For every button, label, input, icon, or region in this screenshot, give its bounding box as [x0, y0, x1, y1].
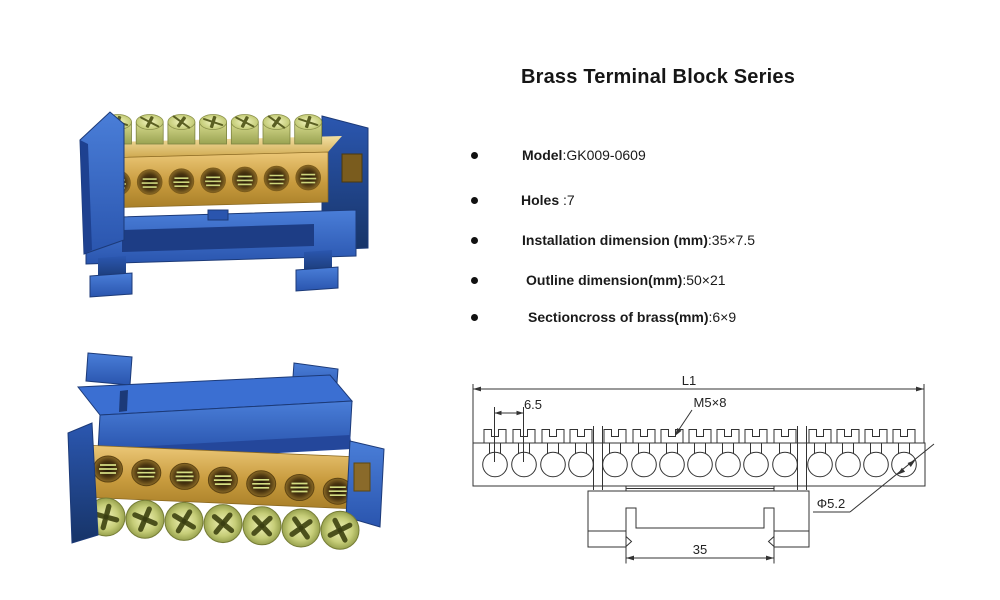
- brass-end-plate: [341, 153, 363, 183]
- terminal-hole-row: [93, 455, 353, 505]
- bullet-icon: [471, 237, 478, 244]
- spec-row-model: Model:GK009-0609: [0, 147, 1000, 167]
- spec-row-outline: Outline dimension(mm):50×21: [0, 272, 1000, 292]
- right-foot: [295, 266, 339, 292]
- dimension-labels: L1 6.5 M5×8 Φ5.2 35: [524, 373, 845, 557]
- blue-left-wall: [67, 422, 99, 544]
- dim-hole-diameter: Φ5.2: [817, 496, 845, 511]
- spec-label: Holes: [521, 192, 560, 208]
- left-wall-shade: [80, 140, 92, 254]
- spec-value: :35×7.5: [707, 232, 756, 248]
- hidden-edge: [625, 486, 775, 491]
- support-edges: [593, 426, 807, 490]
- spec-label: Model: [522, 147, 563, 163]
- bullet-icon: [471, 197, 478, 204]
- spec-value: :6×9: [708, 309, 737, 325]
- bullet-icon: [471, 314, 478, 321]
- spec-label: Sectioncross of brass(mm): [528, 309, 709, 325]
- spec-row-holes: Holes :7: [0, 192, 1000, 212]
- dim-pitch: 6.5: [524, 397, 542, 412]
- rail-notch: [119, 390, 128, 412]
- dim-rail-width: 35: [693, 542, 707, 557]
- clip-detents: [625, 536, 775, 547]
- blue-left-wall: [79, 111, 125, 255]
- spec-label: Outline dimension(mm): [526, 272, 683, 288]
- left-foot: [89, 272, 133, 298]
- dim-overall-length: L1: [682, 373, 696, 388]
- spec-value: :GK009-0609: [562, 147, 646, 163]
- base-recess: [122, 224, 314, 252]
- page-title: Brass Terminal Block Series: [520, 66, 796, 88]
- dimension-lines: [472, 384, 935, 564]
- spec-row-section: Sectioncross of brass(mm):6×9: [0, 309, 1000, 329]
- spec-value: :7: [559, 192, 575, 208]
- screw-symbols: [482, 429, 917, 478]
- product-photo-top: [79, 111, 369, 298]
- din-clip-outline: [587, 490, 810, 548]
- brass-end-plate: [353, 462, 371, 492]
- base-tab: [207, 209, 229, 221]
- product-photo-bottom: [67, 352, 385, 550]
- spec-row-installation: Installation dimension (mm):35×7.5: [0, 232, 1000, 252]
- screw-head-row: [86, 497, 360, 550]
- bullet-icon: [471, 152, 478, 159]
- terminal-hole-row: [105, 164, 321, 196]
- spec-label: Installation dimension (mm): [522, 232, 708, 248]
- bullet-icon: [471, 277, 478, 284]
- dim-thread: M5×8: [694, 395, 727, 410]
- screw-head-row: [104, 114, 323, 145]
- spec-value: :50×21: [682, 272, 726, 288]
